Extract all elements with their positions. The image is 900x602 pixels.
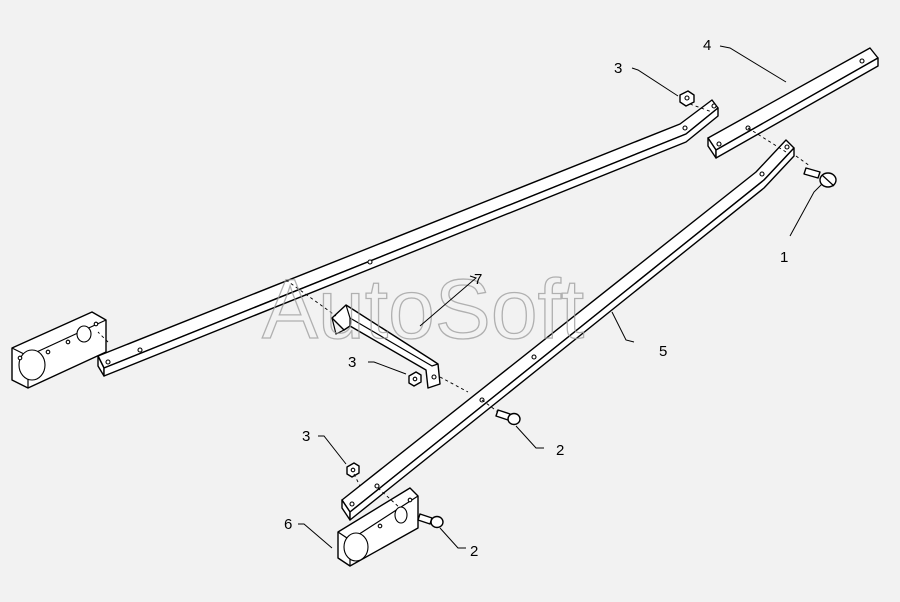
part-5-bar xyxy=(341,139,795,521)
callout-6: 6 xyxy=(284,516,292,533)
callout-2-upper: 2 xyxy=(556,442,564,459)
long-upper-bar xyxy=(97,99,719,377)
leader-lines xyxy=(298,45,823,549)
callout-3-lower: 3 xyxy=(302,428,310,445)
part-7-bracket xyxy=(331,304,441,389)
callout-2-lower: 2 xyxy=(470,543,478,560)
callout-3-middle: 3 xyxy=(348,354,356,371)
callout-5: 5 xyxy=(659,343,667,360)
assembly-lines xyxy=(97,103,811,509)
callout-4: 4 xyxy=(703,37,711,54)
part-4-bar xyxy=(707,47,879,159)
nut-middle xyxy=(408,371,422,387)
bolt-1 xyxy=(803,167,837,188)
bolt-2-upper xyxy=(495,409,521,426)
part-6-plate xyxy=(337,487,419,567)
callout-1: 1 xyxy=(780,249,788,266)
callout-3-upper: 3 xyxy=(614,60,622,77)
callout-7: 7 xyxy=(474,271,482,288)
left-mount-plate xyxy=(11,311,107,389)
nut-lower xyxy=(346,462,360,478)
watermark: AutoSoft xyxy=(262,262,584,356)
nut-upper xyxy=(679,90,695,107)
bolt-2-lower xyxy=(417,513,444,529)
